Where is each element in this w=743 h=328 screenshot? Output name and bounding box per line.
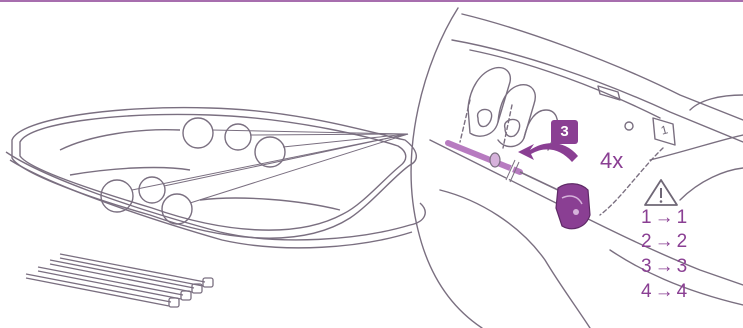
mapping-from: 3	[641, 256, 652, 277]
pins-set	[26, 254, 213, 307]
mapping-arrow: →	[655, 282, 674, 302]
repeat-count: 4x	[600, 148, 623, 174]
mapping-to: 4	[677, 281, 688, 302]
mapping-row: 2→2	[641, 232, 687, 252]
detail-view	[411, 8, 743, 328]
carrycot-frame	[6, 108, 425, 248]
mapping-to: 2	[677, 231, 688, 252]
mapping-from: 4	[641, 281, 652, 302]
highlight-circle	[225, 124, 251, 150]
mapping-to: 3	[677, 256, 688, 277]
mapping-from: 1	[641, 207, 652, 228]
highlight-circle	[139, 177, 165, 203]
curved-arrow-icon	[518, 143, 578, 162]
pin-end-cap	[556, 184, 590, 229]
inserted-pin	[448, 143, 558, 190]
mapping-to: 1	[677, 207, 688, 228]
mapping-row: 1→1	[641, 208, 687, 228]
warning-triangle-icon	[645, 180, 677, 205]
highlight-circle	[183, 118, 213, 148]
mapping-arrow: →	[655, 257, 674, 277]
mapping-arrow: →	[655, 232, 674, 252]
mapping-row: 4→4	[641, 282, 687, 302]
mapping-from: 2	[641, 231, 652, 252]
step-number-badge: 3	[551, 120, 578, 144]
mapping-arrow: →	[655, 208, 674, 228]
mapping-row: 3→3	[641, 257, 687, 277]
